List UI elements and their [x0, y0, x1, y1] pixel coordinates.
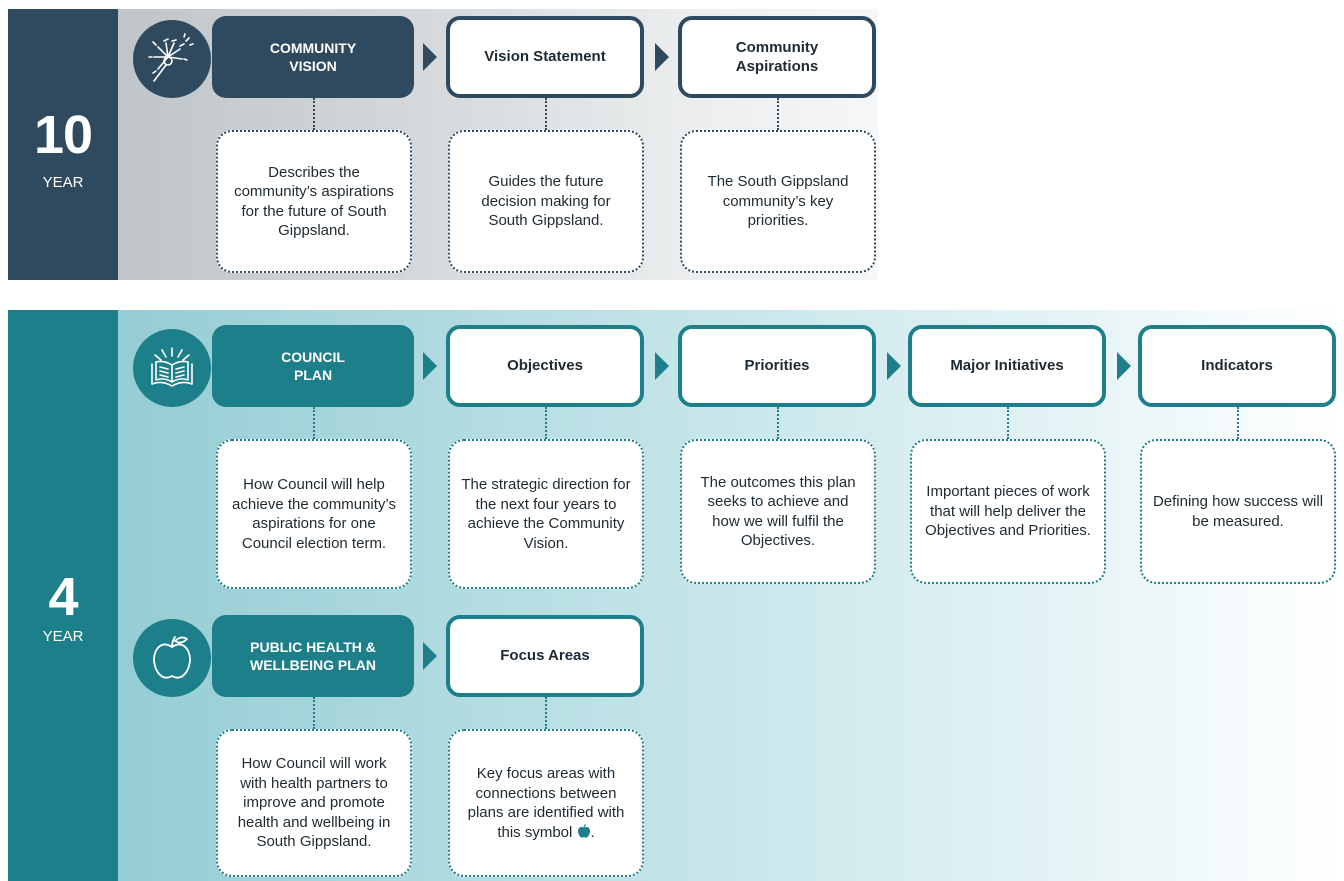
priorities-header: Priorities — [678, 325, 876, 407]
connector-line — [545, 98, 547, 130]
health-plan-description: How Council will work with health partne… — [216, 729, 412, 877]
arrow-right-icon — [887, 352, 901, 380]
health-plan-label: PUBLIC HEALTH & WELLBEING PLAN — [212, 615, 414, 697]
community-aspirations-description: The South Gippsland community’s key prio… — [680, 130, 876, 273]
connector-line — [313, 407, 315, 439]
ten-year-number: 10 — [33, 105, 93, 165]
indicators-description: Defining how success will be measured. — [1140, 439, 1336, 584]
connector-line — [777, 407, 779, 439]
council-plan-description: How Council will help achieve the commun… — [216, 439, 412, 589]
objectives-header: Objectives — [446, 325, 644, 407]
four-year-label: YEAR — [42, 628, 84, 645]
community-vision-description: Describes the community’s aspirations fo… — [216, 130, 412, 273]
focus-areas-description-period: . — [590, 823, 595, 841]
connector-line — [313, 98, 315, 130]
arrow-right-icon — [423, 352, 437, 380]
council-plan-label: COUNCIL PLAN — [212, 325, 414, 407]
arrow-right-icon — [655, 43, 669, 71]
connector-line — [545, 697, 547, 729]
connector-line — [1237, 407, 1239, 439]
priorities-description: The outcomes this plan seeks to achieve … — [680, 439, 876, 584]
major-initiatives-header: Major Initiatives — [908, 325, 1106, 407]
arrow-right-icon — [1117, 352, 1131, 380]
arrow-right-icon — [423, 642, 437, 670]
open-book-icon — [133, 329, 211, 407]
four-year-number: 4 — [48, 567, 78, 627]
major-initiatives-description: Important pieces of work that will help … — [910, 439, 1106, 584]
ten-year-label: YEAR — [42, 174, 84, 191]
focus-areas-description-text: Key focus areas with connections between… — [467, 765, 625, 841]
arrow-right-icon — [655, 352, 669, 380]
focus-areas-header: Focus Areas — [446, 615, 644, 697]
vision-statement-description: Guides the future decision making for So… — [448, 130, 644, 273]
connector-line — [777, 98, 779, 130]
ten-year-sidebar — [8, 9, 118, 280]
arrow-right-icon — [423, 43, 437, 71]
dandelion-icon — [133, 20, 211, 98]
apple-icon — [133, 619, 211, 697]
community-vision-label: COMMUNITY VISION — [212, 16, 414, 98]
community-aspirations-header: Community Aspirations — [678, 16, 876, 98]
connector-line — [313, 697, 315, 729]
focus-areas-description: Key focus areas with connections between… — [448, 729, 644, 877]
four-year-sidebar — [8, 310, 118, 881]
indicators-header: Indicators — [1138, 325, 1336, 407]
apple-symbol-icon — [577, 823, 591, 839]
connector-line — [1007, 407, 1009, 439]
connector-line — [545, 407, 547, 439]
objectives-description: The strategic direction for the next fou… — [448, 439, 644, 589]
vision-statement-header: Vision Statement — [446, 16, 644, 98]
